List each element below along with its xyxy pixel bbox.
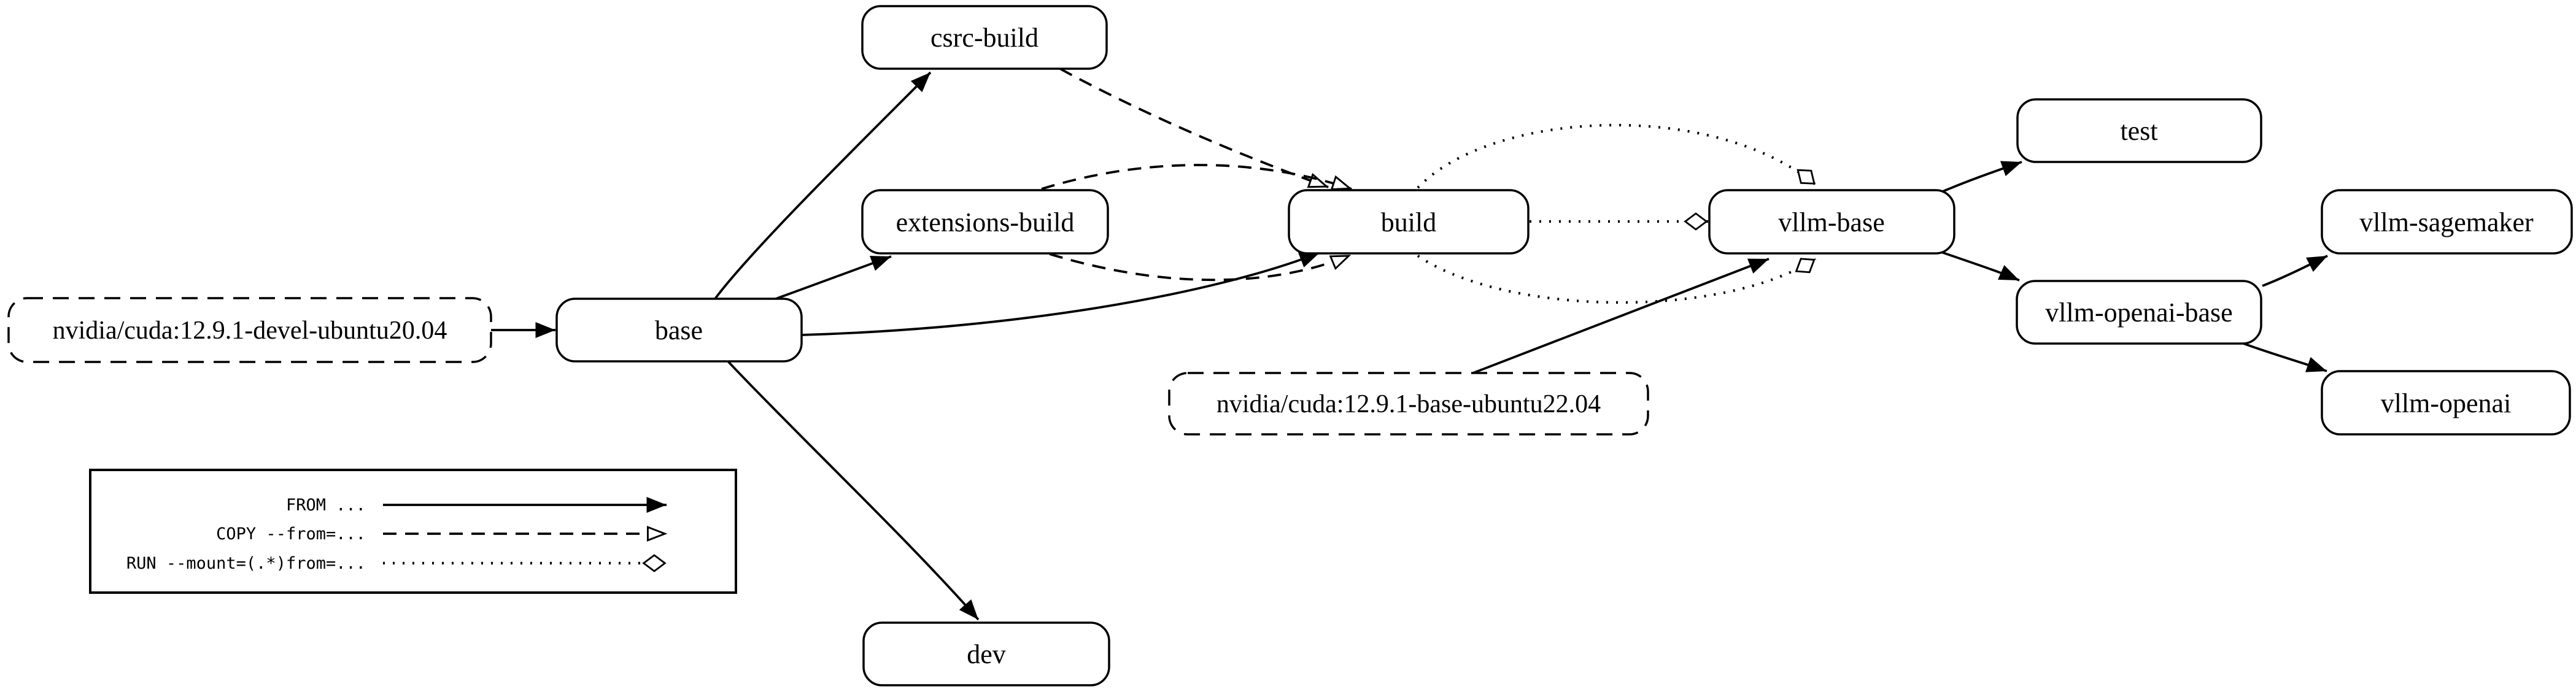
node-build: build xyxy=(1288,189,1530,255)
node-cuda-devel-box xyxy=(7,297,492,363)
node-vllm-openai: vllm-openai xyxy=(2321,370,2571,436)
node-vllm-base: vllm-base xyxy=(1708,189,1955,255)
node-dev: dev xyxy=(862,621,1110,686)
node-vllm-openai-box xyxy=(2321,370,2571,436)
legend: FROM ... COPY --from=... RUN --mount=(.*… xyxy=(89,469,737,594)
edge-build-to-vllm-base-run-upper xyxy=(1417,123,1817,189)
legend-run-mount-label: RUN --mount=(.*)from=... xyxy=(126,554,366,573)
edge-build-to-vllm-base-run-lower xyxy=(1417,255,1817,304)
node-extensions-build: extensions-build xyxy=(861,189,1109,255)
legend-item-from: FROM ... xyxy=(286,496,667,515)
node-vllm-openai-base: vllm-openai-base xyxy=(2016,280,2262,345)
node-cuda-devel-label: nvidia/cuda:12.9.1-devel-ubuntu20.04 xyxy=(53,317,447,345)
edge-csrc-build-to-build-copy xyxy=(1059,67,1328,188)
node-cuda-base: nvidia/cuda:12.9.1-base-ubuntu22.04 xyxy=(1168,372,1649,436)
node-test-box xyxy=(2016,98,2262,163)
node-test: test xyxy=(2016,98,2262,163)
node-base-box xyxy=(555,298,803,363)
legend-box xyxy=(89,469,737,594)
node-base: base xyxy=(555,298,803,363)
node-dev-label: dev xyxy=(967,639,1006,669)
node-extensions-build-label: extensions-build xyxy=(896,207,1075,237)
node-cuda-base-box xyxy=(1168,372,1649,436)
edge-base-to-csrc-build xyxy=(714,71,932,300)
legend-item-run-mount: RUN --mount=(.*)from=... xyxy=(126,554,667,573)
node-vllm-sagemaker-box xyxy=(2321,189,2573,255)
node-csrc-build: csrc-build xyxy=(861,5,1108,70)
node-vllm-openai-base-box xyxy=(2016,280,2262,345)
node-vllm-openai-base-label: vllm-openai-base xyxy=(2045,298,2232,328)
node-test-label: test xyxy=(2120,116,2157,146)
legend-item-copy-from: COPY --from=... xyxy=(216,525,667,544)
edge-extensions-build-to-build-copy-upper xyxy=(1041,164,1352,189)
node-extensions-build-box xyxy=(861,189,1109,255)
node-build-box xyxy=(1288,189,1530,255)
node-csrc-build-label: csrc-build xyxy=(930,23,1039,53)
node-base-label: base xyxy=(655,315,703,345)
edge-vllm-base-to-test xyxy=(1941,161,2022,193)
node-cuda-base-label: nvidia/cuda:12.9.1-base-ubuntu22.04 xyxy=(1216,390,1601,418)
edge-vllm-openai-base-to-vllm-openai xyxy=(2240,341,2327,372)
node-vllm-sagemaker-label: vllm-sagemaker xyxy=(2359,207,2534,237)
node-vllm-sagemaker: vllm-sagemaker xyxy=(2321,189,2573,255)
legend-copy-from-label: COPY --from=... xyxy=(216,525,366,544)
edges-layer xyxy=(491,67,2328,621)
edge-vllm-base-to-vllm-openai-base xyxy=(1941,251,2020,282)
edge-vllm-openai-base-to-vllm-sagemaker xyxy=(2262,255,2328,287)
node-vllm-base-box xyxy=(1708,189,1955,255)
edge-base-to-build xyxy=(801,252,1320,336)
node-dev-box xyxy=(862,621,1110,686)
edge-base-to-dev xyxy=(727,360,980,621)
edge-extensions-build-to-build-copy-lower xyxy=(1049,253,1350,282)
legend-from-label: FROM ... xyxy=(286,496,366,515)
node-vllm-base-label: vllm-base xyxy=(1778,207,1885,237)
node-build-label: build xyxy=(1381,207,1436,237)
edge-base-to-extensions-build xyxy=(775,255,892,300)
node-csrc-build-box xyxy=(861,5,1108,70)
node-cuda-devel: nvidia/cuda:12.9.1-devel-ubuntu20.04 xyxy=(7,297,492,363)
edge-cuda-base-to-vllm-base xyxy=(1472,258,1770,374)
node-vllm-openai-label: vllm-openai xyxy=(2381,388,2512,418)
